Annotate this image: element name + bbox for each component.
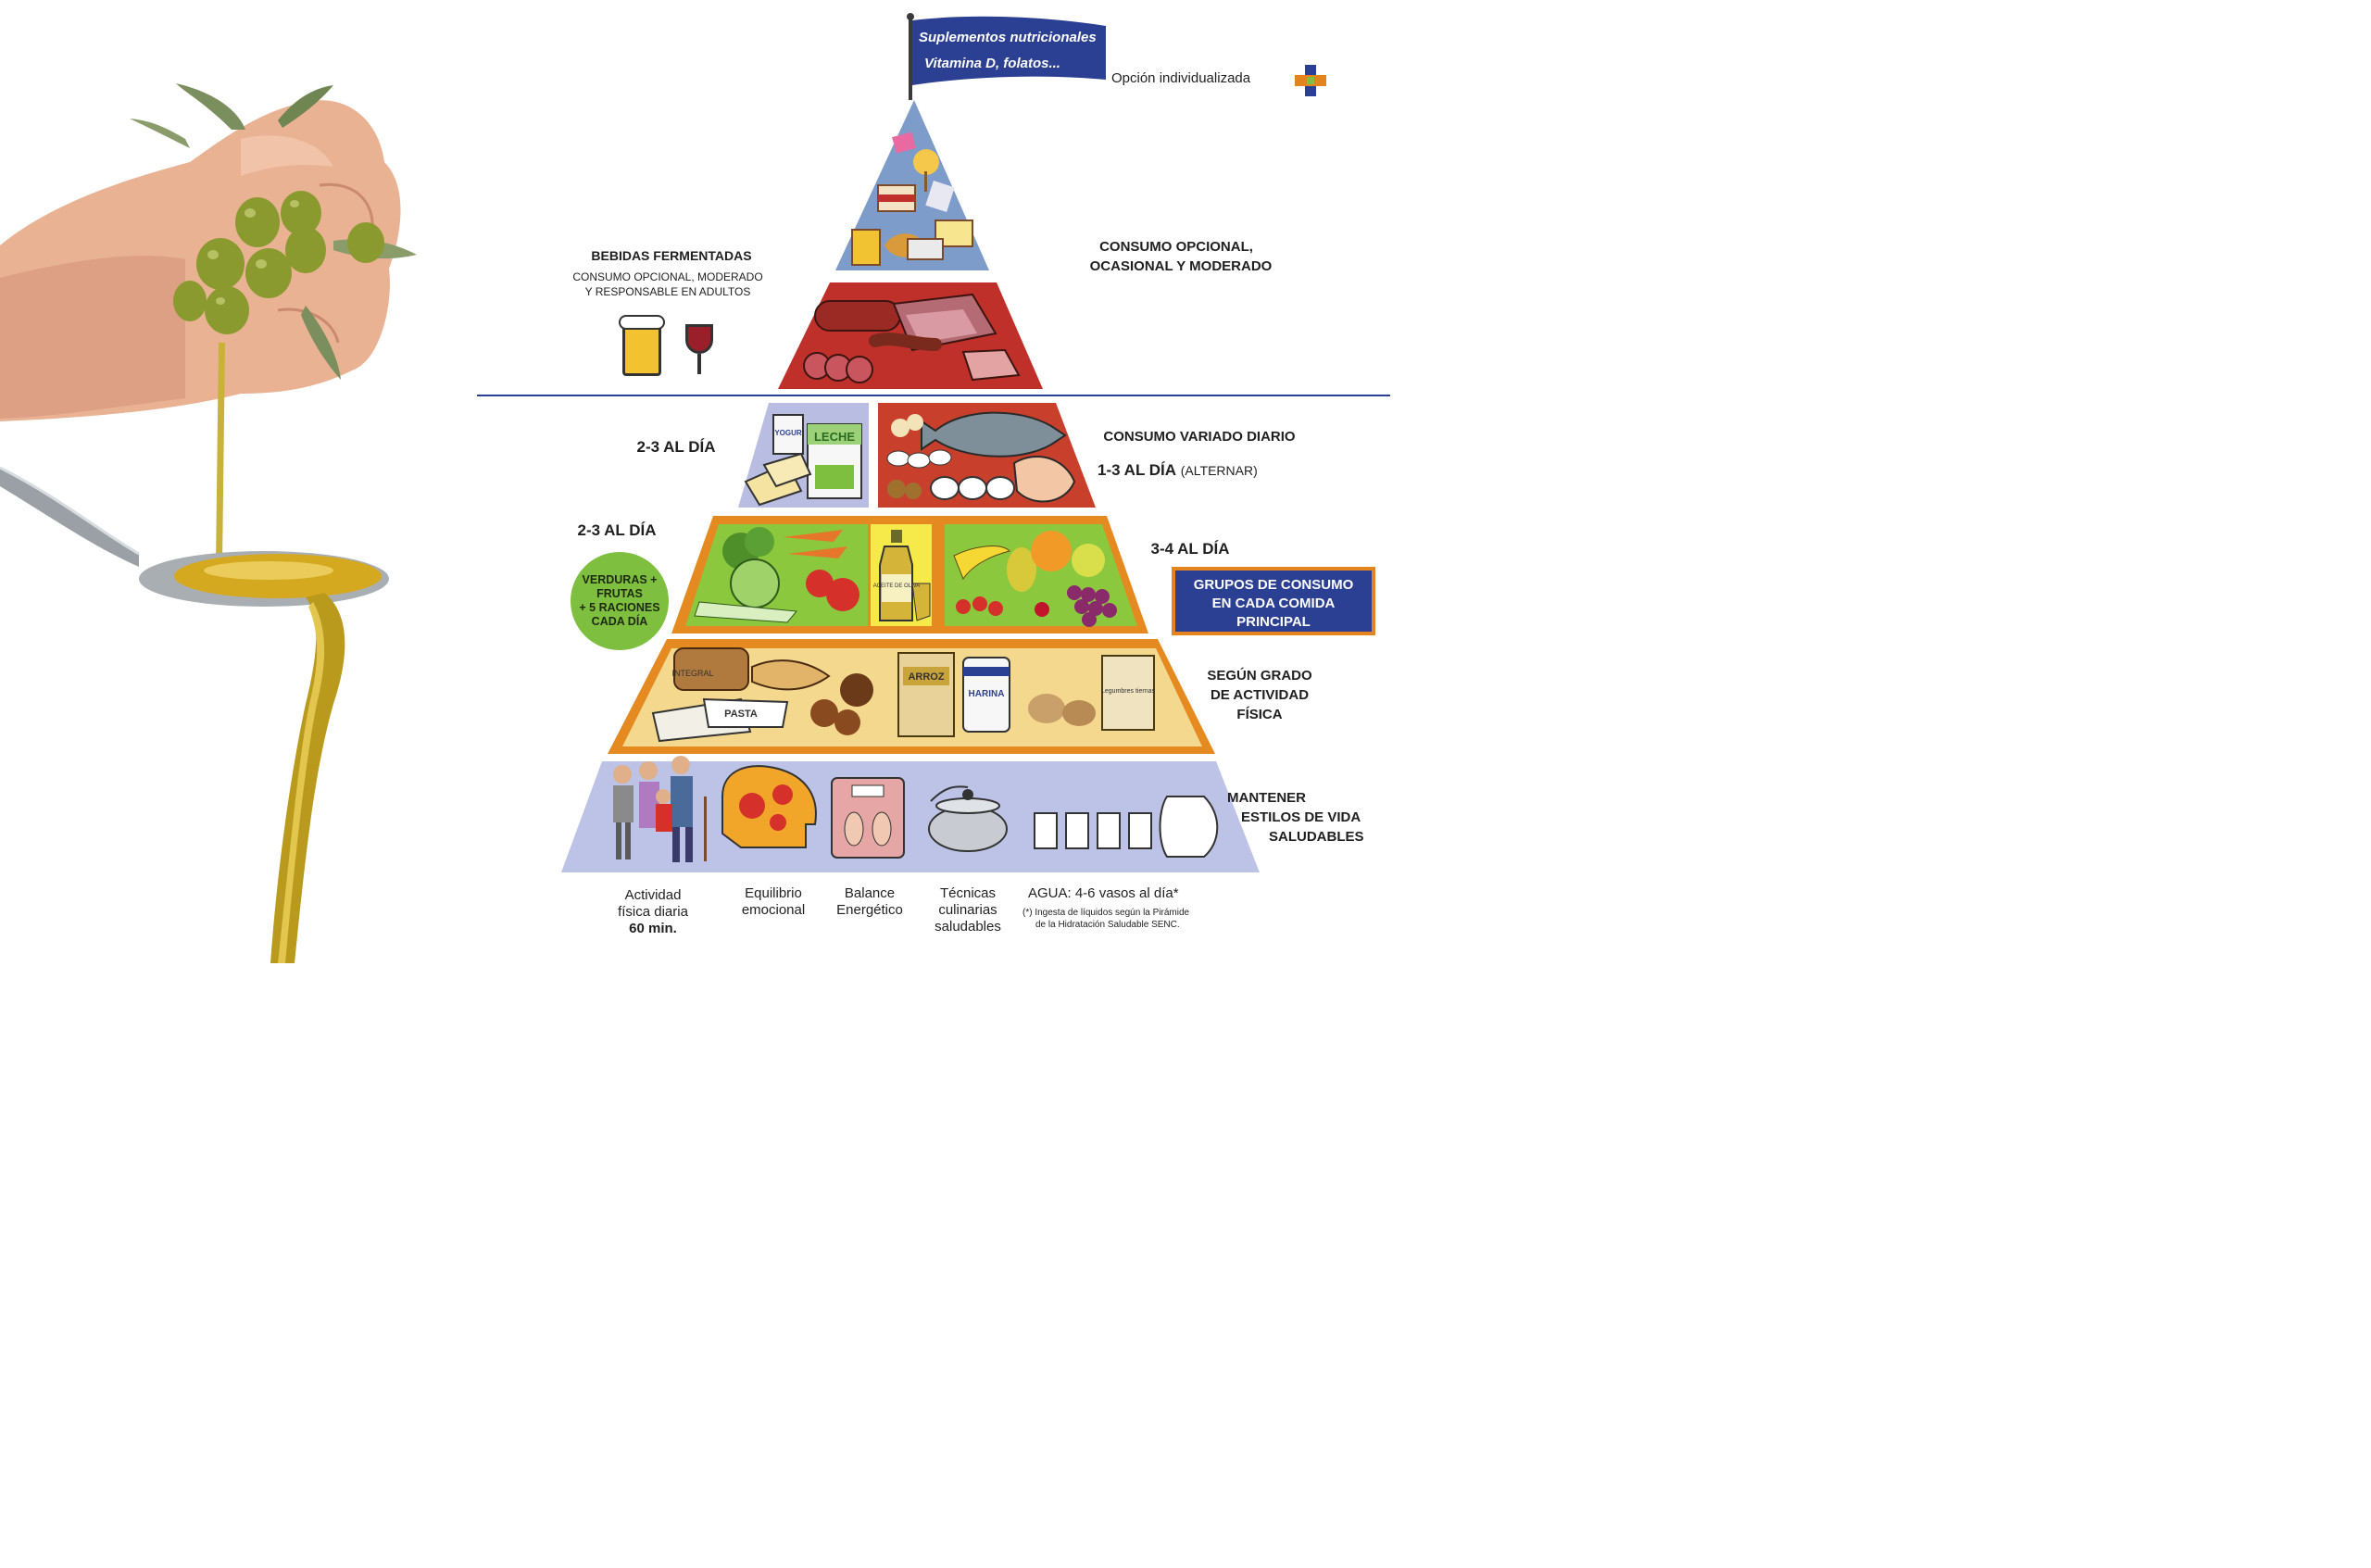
circle-line-4: CADA DÍA — [591, 615, 648, 628]
food-label-arroz: ARROZ — [908, 671, 944, 683]
food-pyramid-diagram: YOGUR LECHE ACEITE DE OLIVA — [0, 13, 1390, 963]
footer-activity-2: física diaria — [618, 904, 688, 920]
beer-foam — [619, 315, 665, 330]
spoon — [0, 468, 139, 567]
footer-emotional-2: emocional — [741, 902, 806, 918]
circle-line-1: VERDURAS + — [582, 573, 658, 586]
food-label-leche: LECHE — [814, 430, 855, 444]
olives — [173, 191, 384, 334]
footer-techniques: Técnicas culinarias saludables — [917, 885, 1019, 935]
circle-line-3: + 5 RACIONES — [579, 601, 660, 614]
optional-consumption-label-2: OCASIONAL Y MODERADO — [1089, 258, 1273, 274]
water-glasses-icon — [1034, 796, 1219, 858]
activity-people-icon — [613, 756, 707, 862]
supplements-flag — [907, 13, 1106, 100]
groups-line-1: GRUPOS DE CONSUMO — [1193, 577, 1354, 593]
optional-consumption-label-1: CONSUMO OPCIONAL, — [1099, 239, 1253, 255]
food-label-harina: HARINA — [969, 689, 1005, 699]
brain-gears-icon — [721, 765, 817, 848]
wine-glass-stem — [697, 354, 701, 374]
beer-mug-icon — [622, 322, 661, 376]
footer-balance-1: Balance — [844, 885, 896, 901]
olive-oil-bottle-icon — [879, 530, 931, 621]
groups-each-meal-box: GRUPOS DE CONSUMO EN CADA COMIDA PRINCIP… — [1172, 567, 1375, 635]
dairy-frequency: 2-3 AL DÍA — [636, 438, 716, 456]
food-label-integral: INTEGRAL — [671, 669, 713, 678]
fruit-frequency: 3-4 AL DÍA — [1150, 540, 1230, 558]
footer-techniques-3: saludables — [935, 919, 1001, 935]
footer-balance-2: Energético — [836, 902, 903, 918]
scale-icon — [831, 777, 905, 859]
footer-water-note-1: (*) Ingesta de líquidos según la Pirámid… — [1022, 908, 1190, 918]
protein-label: CONSUMO VARIADO DIARIO — [1103, 429, 1296, 445]
flag-line-2: Vitamina D, folatos... — [924, 56, 1060, 71]
base-label-2: ESTILOS DE VIDA — [1241, 809, 1361, 825]
food-label-aceite: ACEITE DE OLIVA — [873, 583, 921, 589]
protein-frequency-value: 1-3 AL DÍA — [1098, 461, 1177, 479]
footer-techniques-1: Técnicas — [939, 885, 997, 901]
oil-stream — [216, 343, 225, 565]
food-label-legumbres: Legumbres tiernas — [1101, 688, 1155, 695]
food-label-pasta: PASTA — [724, 709, 758, 720]
protein-frequency: 1-3 AL DÍA (ALTERNAR) — [1098, 461, 1338, 480]
flag-line-1: Suplementos nutricionales — [919, 30, 1097, 45]
footer-activity: Actividad física diaria 60 min. — [602, 887, 704, 937]
olive-oil-photo — [0, 83, 417, 963]
olive-leaf — [176, 83, 245, 130]
vegetable-icons — [694, 527, 859, 623]
plus-cross-icon — [1295, 65, 1326, 96]
footer-emotional-1: Equilibrio — [745, 885, 802, 901]
footer-activity-3: 60 min. — [629, 921, 677, 936]
dairy-icons — [744, 414, 862, 507]
sweets-icons — [851, 132, 973, 266]
meat-icons — [803, 293, 1021, 383]
groups-line-3: PRINCIPAL — [1236, 614, 1311, 630]
protein-frequency-note: (ALTERNAR) — [1180, 463, 1258, 478]
food-label-yogur: YOGUR — [774, 429, 802, 437]
veg-fruit-circle: VERDURAS + FRUTAS + 5 RACIONES CADA DÍA — [571, 552, 669, 650]
pot-icon — [928, 785, 1008, 852]
footer-emotional: Equilibrio emocional — [722, 885, 824, 919]
fermented-drinks-sub-2: Y RESPONSABLE EN ADULTOS — [584, 285, 751, 298]
footer-balance: Balance Energético — [819, 885, 921, 919]
grains-label-1: SEGÚN GRADO — [1207, 668, 1312, 684]
grains-label-2: DE ACTIVIDAD — [1210, 687, 1310, 703]
groups-line-2: EN CADA COMIDA — [1211, 596, 1336, 611]
footer-water: AGUA: 4-6 vasos al día* — [1028, 885, 1179, 901]
grains-label-3: FÍSICA — [1236, 707, 1283, 722]
base-label-1: MANTENER — [1227, 790, 1306, 806]
fruit-icons — [953, 531, 1117, 627]
circle-line-2: FRUTAS — [596, 587, 643, 600]
option-individualized-label: Opción individualizada — [1111, 70, 1251, 86]
oil-drip — [270, 593, 345, 963]
base-label-3: SALUDABLES — [1269, 829, 1364, 845]
footer-techniques-2: culinarias — [938, 902, 997, 918]
wine-glass-icon — [685, 324, 713, 354]
grain-icons — [651, 647, 1155, 743]
fermented-drinks-title: BEBIDAS FERMENTADAS — [591, 248, 752, 263]
fermented-drinks-sub-1: CONSUMO OPCIONAL, MODERADO — [572, 270, 763, 283]
pyramid-divider — [477, 395, 1390, 396]
footer-activity-1: Actividad — [624, 887, 682, 903]
footer-water-note-2: de la Hidratación Saludable SENC. — [1035, 920, 1180, 930]
veg-frequency: 2-3 AL DÍA — [577, 521, 657, 539]
protein-icons — [886, 411, 1076, 503]
